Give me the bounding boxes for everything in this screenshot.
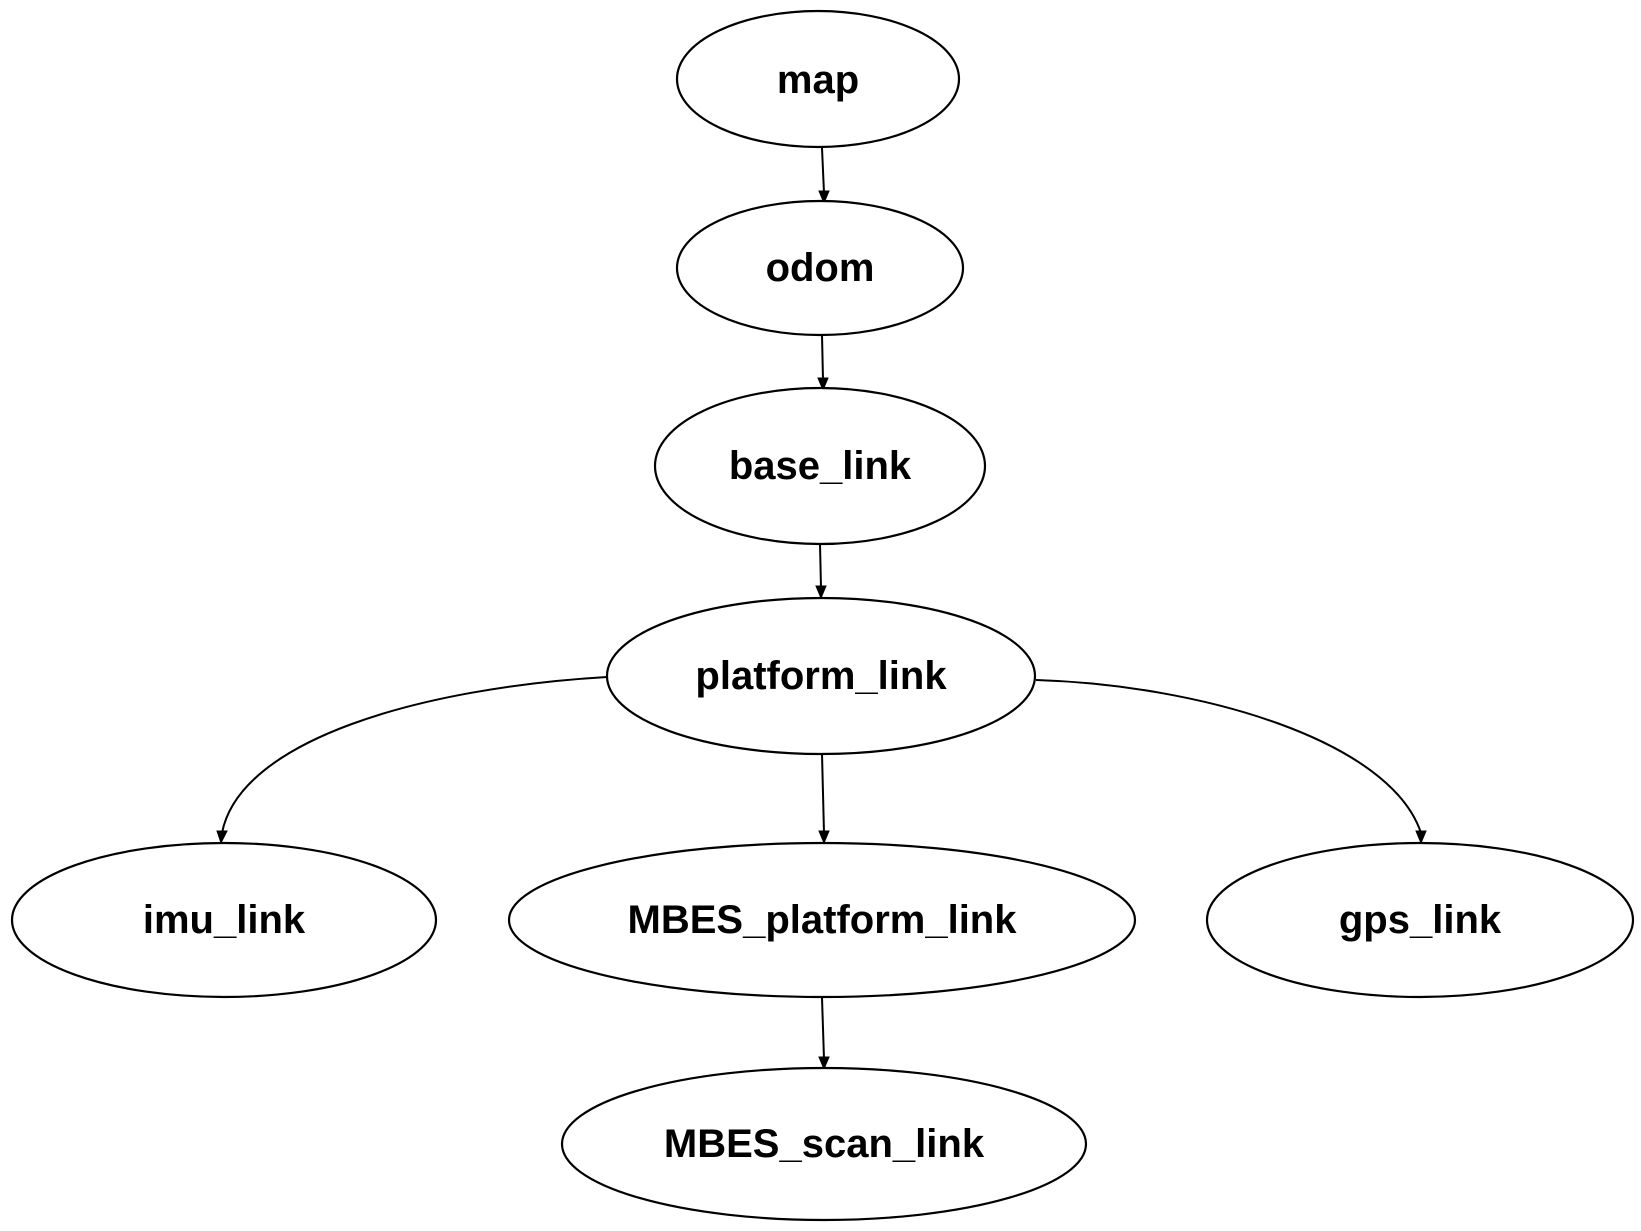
edge-odom-to-base-link [821,334,824,381]
edge-layer [216,147,1427,1071]
edge-mbes-platform-link-to-mbes-scan-link-arrowhead [818,1056,830,1071]
node-layer: map odom base_link platform_link imu_lin… [10,9,1635,1222]
edge-map-to-odom [821,147,825,194]
edge-platform-link-to-mbes-platform-link-arrowhead [818,830,830,845]
edge-odom-to-base-link-arrowhead [817,377,829,392]
node-label-gps-link: gps_link [1339,898,1502,942]
node-label-platform-link: platform_link [695,654,947,698]
node-label-map: map [777,58,859,102]
node-label-odom: odom [766,246,875,290]
node-map[interactable]: map [675,9,961,149]
node-platform-link[interactable]: platform_link [605,596,1037,756]
node-base-link[interactable]: base_link [653,386,987,546]
node-mbes-scan-link[interactable]: MBES_scan_link [560,1066,1088,1222]
edge-mbes-platform-link-to-mbes-scan-link [821,997,825,1060]
node-mbes-platform-link[interactable]: MBES_platform_link [507,841,1137,999]
node-odom[interactable]: odom [675,199,965,337]
node-label-imu-link: imu_link [143,898,306,942]
edge-map-to-odom-arrowhead [818,190,830,205]
node-label-base-link: base_link [729,444,912,488]
node-label-mbes-scan-link: MBES_scan_link [664,1122,985,1166]
node-imu-link[interactable]: imu_link [10,841,438,999]
node-label-mbes-platform-link: MBES_platform_link [628,898,1018,942]
edge-base-link-to-platform-link [819,543,822,589]
edge-platform-link-to-mbes-platform-link [821,753,825,834]
edge-platform-link-to-imu-link [221,676,608,834]
edge-platform-link-to-gps-link-arrowhead [1415,830,1427,845]
edge-platform-link-to-imu-link-arrowhead [216,830,228,845]
edge-platform-link-to-gps-link [1035,679,1422,834]
node-gps-link[interactable]: gps_link [1205,841,1635,999]
edge-base-link-to-platform-link-arrowhead [815,585,827,600]
